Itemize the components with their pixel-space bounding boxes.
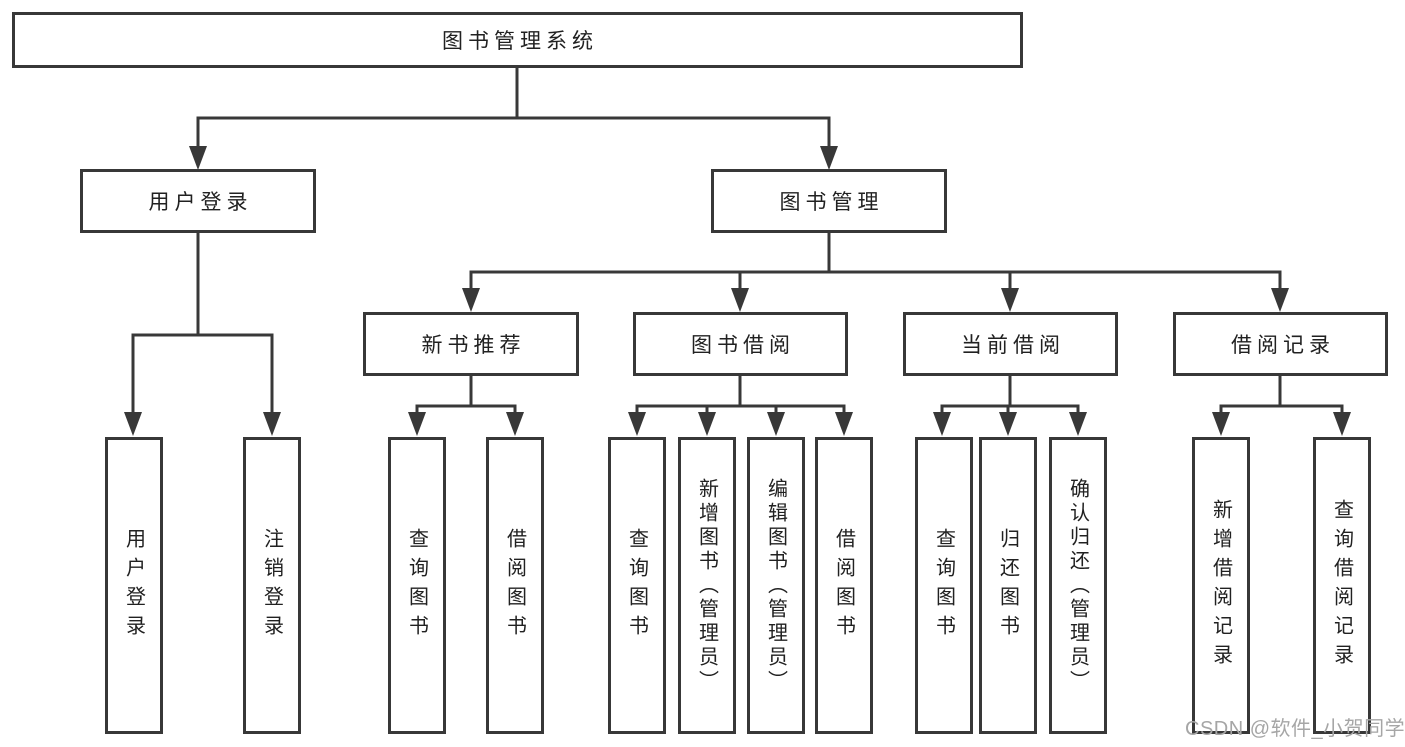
node-label: 编辑图书（管理员） bbox=[764, 477, 787, 694]
node-label: 新增借阅记录 bbox=[1209, 498, 1232, 673]
leaf-borrow-books-recommend: 借阅图书 bbox=[486, 437, 544, 734]
csdn-watermark: CSDN @软件_小贺同学 bbox=[1185, 718, 1405, 740]
leaf-query-books-recommend: 查询图书 bbox=[388, 437, 446, 734]
node-borrowing-records: 借阅记录 bbox=[1173, 312, 1388, 376]
node-current-borrowing: 当前借阅 bbox=[903, 312, 1118, 376]
node-label: 注销登录 bbox=[260, 527, 283, 644]
node-label: 借阅图书 bbox=[832, 527, 855, 644]
node-label: 新书推荐 bbox=[421, 334, 526, 357]
leaf-query-books-borrowing: 查询图书 bbox=[608, 437, 666, 734]
node-label: 归还图书 bbox=[996, 527, 1019, 644]
node-label: 确认归还（管理员） bbox=[1066, 477, 1089, 694]
leaf-query-borrow-record: 查询借阅记录 bbox=[1313, 437, 1371, 734]
node-label: 查询图书 bbox=[405, 527, 428, 644]
node-label: 查询图书 bbox=[932, 527, 955, 644]
node-library-management-system: 图书管理系统 bbox=[12, 12, 1023, 68]
node-label: 借阅记录 bbox=[1231, 334, 1335, 357]
leaf-add-books-admin: 新增图书（管理员） bbox=[678, 437, 736, 734]
node-label: 用户登录 bbox=[148, 191, 253, 214]
leaf-user-login: 用户登录 bbox=[105, 437, 163, 734]
leaf-logout: 注销登录 bbox=[243, 437, 301, 734]
node-book-borrowing: 图书借阅 bbox=[633, 312, 848, 376]
node-label: 图书管理系统 bbox=[442, 30, 598, 53]
node-label: 查询图书 bbox=[625, 527, 648, 644]
arrowheads bbox=[124, 146, 1351, 436]
leaf-query-books-current: 查询图书 bbox=[915, 437, 973, 734]
leaf-borrow-books: 借阅图书 bbox=[815, 437, 873, 734]
leaf-return-books: 归还图书 bbox=[979, 437, 1037, 734]
node-label: 图书借阅 bbox=[691, 334, 795, 357]
node-label: 查询借阅记录 bbox=[1330, 498, 1353, 673]
node-new-book-recommendation: 新书推荐 bbox=[363, 312, 579, 376]
node-book-management-module: 图书管理 bbox=[711, 169, 947, 233]
node-label: 用户登录 bbox=[122, 527, 145, 644]
leaf-edit-books-admin: 编辑图书（管理员） bbox=[747, 437, 805, 734]
leaf-add-borrow-record: 新增借阅记录 bbox=[1192, 437, 1250, 734]
node-label: 新增图书（管理员） bbox=[695, 477, 718, 694]
node-label: 当前借阅 bbox=[961, 334, 1065, 357]
node-label: 借阅图书 bbox=[503, 527, 526, 644]
leaf-confirm-return-admin: 确认归还（管理员） bbox=[1049, 437, 1107, 734]
node-user-login-module: 用户登录 bbox=[80, 169, 316, 233]
node-label: 图书管理 bbox=[779, 191, 884, 214]
